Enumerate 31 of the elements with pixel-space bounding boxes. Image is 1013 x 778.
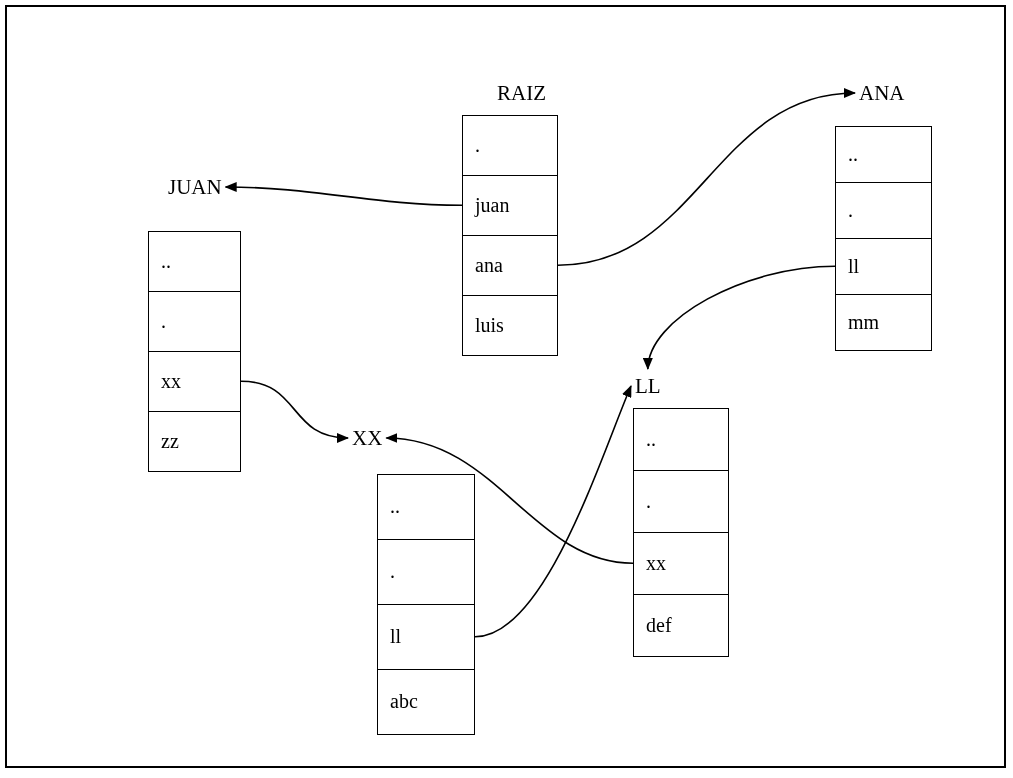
table-title: XX (352, 425, 383, 451)
directory-entry-cell: luis (462, 294, 558, 356)
table-title: LL (635, 373, 661, 399)
directory-entry-cell: . (148, 290, 241, 352)
directory-entry-cell: xx (633, 531, 729, 595)
directory-entry-cell: zz (148, 410, 241, 472)
directory-entry-cell: xx (148, 350, 241, 412)
directory-entry-cell: .. (377, 473, 475, 540)
arrow (385, 434, 634, 565)
directory-entry-cell: ana (462, 234, 558, 296)
directory-entry-cell: .. (148, 230, 241, 292)
arrow (474, 385, 632, 638)
directory-entry-cell: ll (835, 237, 932, 295)
table-title: RAIZ (497, 80, 546, 106)
directory-entry-cell: . (835, 181, 932, 239)
arrow (644, 265, 836, 370)
directory-entry-cell: mm (835, 293, 932, 351)
directory-entry-cell: juan (462, 174, 558, 236)
directory-entry-cell: . (377, 538, 475, 605)
arrow (557, 89, 856, 267)
directory-entry-cell: def (633, 593, 729, 657)
table-title: JUAN (168, 174, 222, 200)
directory-entry-cell: abc (377, 668, 475, 735)
directory-entry-cell: .. (835, 125, 932, 183)
directory-entry-cell: .. (633, 407, 729, 471)
directory-entry-cell: . (633, 469, 729, 533)
arrow (224, 182, 463, 207)
directory-entry-cell: ll (377, 603, 475, 670)
directory-entry-cell: . (462, 114, 558, 176)
table-title: ANA (859, 80, 905, 106)
arrow (240, 380, 349, 443)
